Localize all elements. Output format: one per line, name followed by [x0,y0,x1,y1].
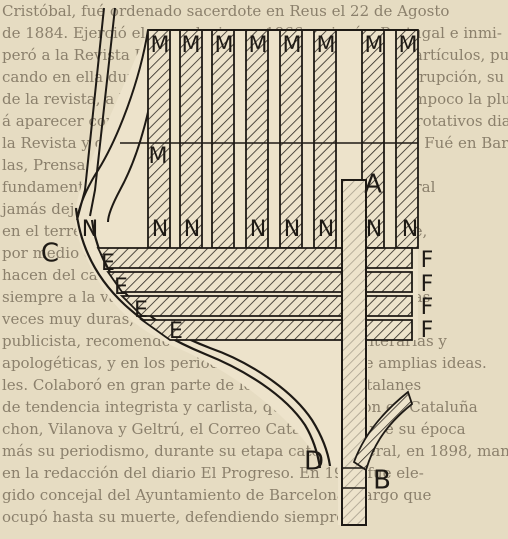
label-n-7: N [366,217,382,242]
keel-curve-outer [74,207,322,469]
label-a: A [364,170,382,200]
label-f-3: F [421,295,434,320]
plank-1 [96,247,413,269]
label-m-8: M [399,33,418,58]
frame-1 [147,29,171,249]
label-c: C [41,239,59,269]
label-m-6: M [317,33,336,58]
frame-5 [279,29,303,249]
label-m-4: M [249,33,268,58]
background-text-line: gido concejal del Ayuntamiento de Barcel… [2,486,432,504]
background-text-line: más su periodismo, durante su etapa cato… [2,442,508,460]
branch-b [352,390,414,472]
label-n-3: N [184,217,200,242]
frame-2 [179,29,203,249]
label-n-4: N [250,217,266,242]
label-m-7: M [365,33,384,58]
label-f-2: F [421,272,434,297]
label-m-3: M [215,33,234,58]
label-f-1: F [421,248,434,273]
label-m-2: M [182,33,201,58]
background-text-line: ocupó hasta su muerte, defendiendo siemp… [2,508,346,526]
plank-3 [119,295,413,317]
label-n-8: N [402,217,418,242]
label-e-3: E [134,298,148,323]
label-m-mid: M [149,144,168,169]
central-post-shade [341,179,367,526]
label-f-4: F [421,318,434,343]
label-m-5: M [283,33,302,58]
label-b: B [373,466,391,496]
plank-2 [106,271,413,293]
label-n-2: N [152,217,168,242]
label-e-2: E [114,275,128,300]
frame-4 [245,29,269,249]
label-n-1: N [82,217,98,242]
label-d: D [304,447,324,477]
label-group: M M M M M M M M M N N N N N N N N E E E … [41,33,433,496]
label-e-1: E [101,251,115,276]
frame-curve-1 [77,29,149,216]
frame-3 [211,29,235,249]
label-n-5: N [284,217,300,242]
frame-8 [395,29,419,249]
label-m-1: M [151,33,170,58]
vertical-frames [120,29,419,249]
frame-6 [313,29,337,249]
background-text-line: en la redacción del diario El Progreso. … [2,464,424,482]
label-n-6: N [318,217,334,242]
label-e-4: E [169,319,183,344]
